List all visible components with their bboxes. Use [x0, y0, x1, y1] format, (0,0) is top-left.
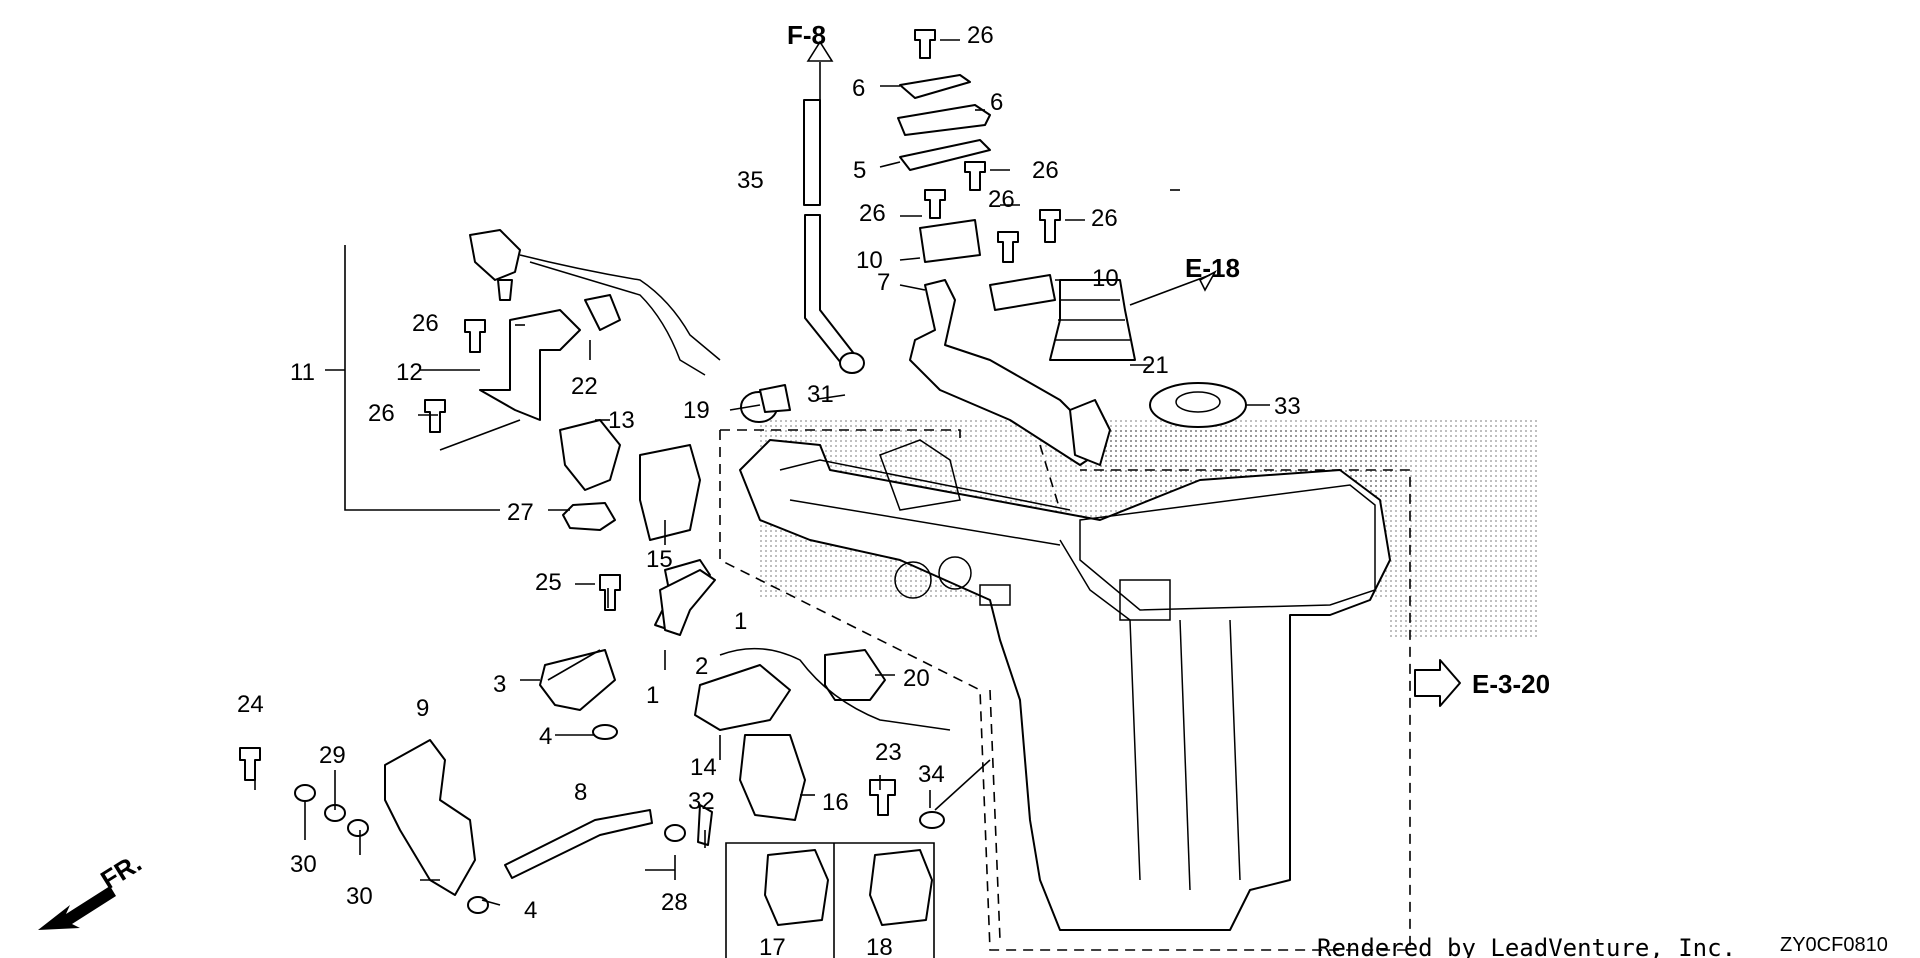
callout-15: 15 — [646, 546, 673, 573]
callout-10: 10 — [856, 247, 883, 274]
callout-26: 26 — [1091, 205, 1118, 232]
callout-9: 9 — [416, 695, 429, 722]
mount-insets — [725, 842, 935, 958]
callout-30: 30 — [346, 883, 373, 910]
callout-22: 22 — [571, 373, 598, 400]
callout-20: 20 — [903, 665, 930, 692]
callout-21: 21 — [1142, 352, 1169, 379]
callout-33: 33 — [1274, 393, 1301, 420]
callout-31: 31 — [807, 381, 834, 408]
callout-3: 3 — [493, 671, 506, 698]
callout-1: 1 — [646, 682, 659, 709]
callout-16: 16 — [822, 789, 849, 816]
callout-26: 26 — [1032, 157, 1059, 184]
callout-6: 6 — [852, 75, 865, 102]
callout-1: 1 — [734, 608, 747, 635]
assembly-outline — [719, 429, 1411, 951]
oil-case — [739, 439, 1391, 931]
callout-26: 26 — [988, 186, 1015, 213]
callout-2: 2 — [695, 653, 708, 680]
shift-linkage — [909, 279, 1247, 466]
callout-29: 29 — [319, 742, 346, 769]
callout-26: 26 — [368, 400, 395, 427]
callout-25: 25 — [535, 569, 562, 596]
footer-credit: Rendered by LeadVenture, Inc. — [1317, 934, 1736, 958]
callout-4: 4 — [539, 723, 552, 750]
callout-27: 27 — [507, 499, 534, 526]
leader-lines — [254, 39, 1270, 906]
callout-26: 26 — [412, 310, 439, 337]
callout-30: 30 — [290, 851, 317, 878]
callout-23: 23 — [875, 739, 902, 766]
callout-28: 28 — [661, 889, 688, 916]
callout-26: 26 — [859, 200, 886, 227]
callout-11: 11 — [290, 359, 315, 386]
callout-32: 32 — [688, 788, 715, 815]
front-arrow — [38, 886, 116, 930]
ref-e320: E-3-20 — [1472, 669, 1550, 699]
callout-7: 7 — [877, 269, 890, 296]
callout-14: 14 — [690, 754, 717, 781]
callout-35: 35 — [737, 167, 764, 194]
cable-assembly — [424, 229, 721, 531]
callout-34: 34 — [918, 761, 945, 788]
bracket-assembly — [239, 739, 489, 914]
callout-24: 24 — [237, 691, 264, 718]
callout-4: 4 — [524, 897, 537, 924]
ref-e18: E-18 — [1185, 253, 1240, 283]
callout-26: 26 — [967, 22, 994, 49]
e320-arrow — [1414, 659, 1461, 707]
callout-10: 10 — [1092, 265, 1119, 292]
callout-17: 17 — [759, 934, 786, 958]
callout-12: 12 — [396, 359, 423, 386]
callout-6: 6 — [990, 89, 1003, 116]
callout-8: 8 — [574, 779, 587, 806]
misc-parts — [539, 384, 951, 846]
diagram-code: ZY0CF0810 — [1780, 934, 1888, 956]
ref-front: FR. — [95, 847, 146, 895]
callout-18: 18 — [866, 934, 893, 958]
callout-19: 19 — [683, 397, 710, 424]
callout-5: 5 — [853, 157, 866, 184]
callout-13: 13 — [608, 407, 635, 434]
ref-f8: F-8 — [787, 20, 826, 50]
plates-and-bolts — [897, 29, 1061, 311]
